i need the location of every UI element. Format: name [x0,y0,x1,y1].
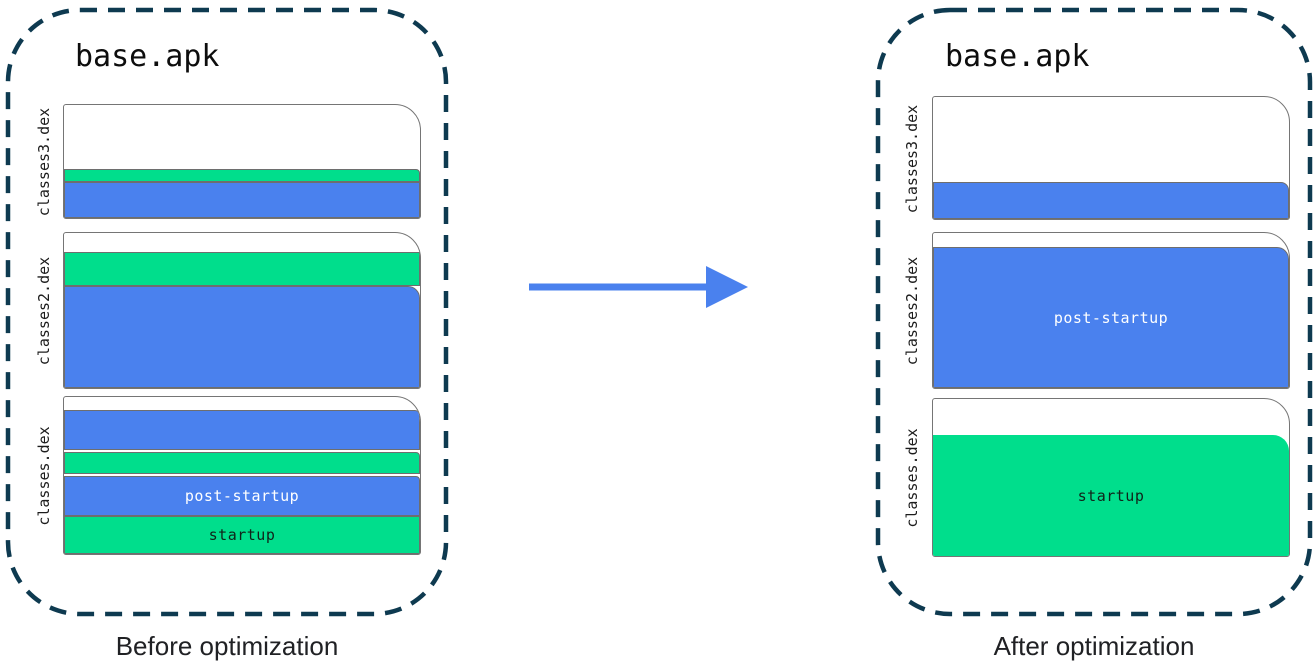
apk-title-before: base.apk [75,39,220,74]
segment-startup: startup [933,435,1289,556]
right-arrow-icon [706,266,748,308]
file-classes2-dex-before [63,232,421,389]
file-classes3-dex-before [63,104,421,219]
caption-before-optimization: Before optimization [115,631,339,661]
segment-post-startup [64,286,420,388]
segment-startup [64,452,420,474]
apk-title-after: base.apk [945,39,1090,74]
segment-post-startup [64,410,420,450]
file-classes2-dex-after: post-startup [932,232,1290,389]
apk-container-after [875,7,1313,617]
segment-label: post-startup [184,487,300,505]
segment-post-startup: post-startup [933,247,1289,388]
segment-post-startup: post-startup [64,476,420,516]
segment-post-startup [933,182,1289,219]
optimization-arrow [529,266,748,308]
file-classes-dex-after: startup [932,398,1290,557]
segment-label: post-startup [1053,308,1169,327]
segment-startup [64,252,420,286]
file-classes-dex-before: post-startup startup [63,396,421,555]
apk-container-before [5,7,449,617]
segment-startup: startup [64,516,420,554]
segment-post-startup [64,182,420,218]
caption-after-optimization: After optimization [993,631,1195,661]
segment-startup [64,169,420,182]
segment-label: startup [208,526,276,544]
file-classes3-dex-after [932,96,1290,220]
segment-label: startup [1077,486,1145,505]
